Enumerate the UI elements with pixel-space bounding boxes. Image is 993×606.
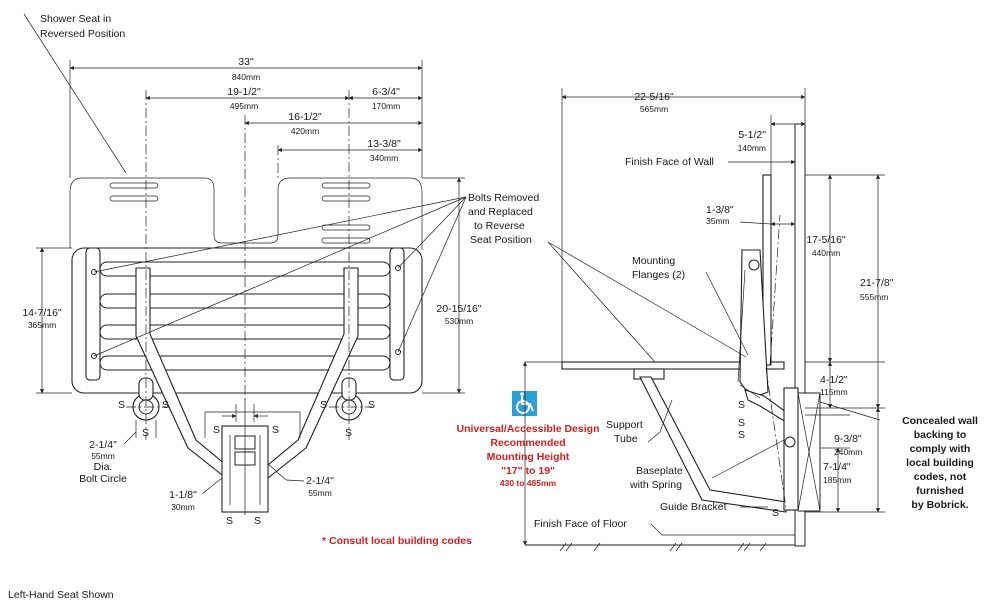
bolt-circle-label-1: Dia. (94, 461, 113, 473)
dim-up-height: 17-5/16" (806, 234, 846, 246)
dim-bolt-circle: 2-1/4" (89, 439, 117, 451)
svg-text:S: S (738, 399, 745, 411)
bolts-label-4: Seat Position (470, 234, 532, 246)
svg-text:S: S (162, 399, 169, 411)
dim-center-to-edge: 16-1/2" (288, 111, 322, 123)
ada-line-3: Mounting Height (487, 451, 570, 463)
dim-seat-depth: 14-7/16" (22, 307, 62, 319)
svg-text:S: S (213, 424, 220, 436)
bolt-circle-label-2: Bolt Circle (79, 473, 127, 485)
dim-side-projection: 22-5/16" (634, 91, 674, 103)
dim-notch-width: 13-3/8" (367, 138, 401, 150)
guide-bracket-front (204, 411, 301, 438)
reversed-seat-slots (109, 182, 371, 244)
svg-text:S: S (320, 399, 327, 411)
dim-seat-to-base: 4-1/2" (820, 374, 848, 386)
ada-line-1: Universal/Accessible Design (457, 423, 600, 435)
bolts-label-1: Bolts Removed (468, 192, 539, 204)
screw-marks-front: S S S S S S S S S S (118, 399, 375, 527)
callout-reversed-seat (23, 13, 127, 174)
dim-bolt-circle-mm: 55mm (91, 451, 115, 461)
finish-floor-label: Finish Face of Floor (534, 518, 627, 530)
svg-text:S: S (142, 427, 149, 439)
baseplate-label-2: with Spring (629, 479, 682, 491)
mounting-flanges-label-2: Flanges (2) (632, 269, 685, 281)
consult-codes-note: Consult local building codes (329, 535, 472, 547)
dim-edge-offset: 6-3/4" (372, 86, 400, 98)
dim-total-depth: 20-15/16" (436, 303, 481, 315)
dim-baseplate-height-mm: 185mm (823, 475, 851, 485)
concealed-backing-5: codes, not (914, 471, 967, 483)
side-rail-left (85, 247, 101, 381)
svg-text:S: S (272, 424, 279, 436)
screw-marks-side: S S S S (738, 399, 779, 519)
side-view: 22-5/16" 565mm 5-1/2" 140mm 1-3/8" 35mm … (522, 88, 978, 552)
dim-up-projection-mm: 140mm (738, 143, 766, 153)
dim-baseplate-height: 7-1/4" (823, 461, 851, 473)
dim-seat-thickness-mm: 35mm (706, 216, 730, 226)
baseplate-side (783, 387, 799, 511)
dim-total-height: 21-7/8" (860, 277, 894, 289)
dim-overall-width-mm: 840mm (232, 72, 260, 82)
finish-wall-label: Finish Face of Wall (625, 156, 714, 168)
ada-line-5: 430 to 485mm (500, 478, 557, 488)
svg-text:S: S (368, 399, 375, 411)
support-tube-label-1: Support (606, 419, 643, 431)
dim-total-height-mm: 555mm (860, 292, 888, 302)
footer-caption: Left-Hand Seat Shown (8, 589, 114, 601)
concealed-backing-2: backing to (914, 429, 967, 441)
concealed-backing-6: furnished (916, 485, 964, 497)
dim-overall-width: 33" (238, 56, 254, 68)
ada-line-4: "17" to 19" (501, 465, 555, 477)
dim-center-to-edge-mm: 420mm (291, 126, 319, 136)
floor-hatch (559, 542, 767, 552)
dim-flange-spacing: 19-1/2" (227, 86, 261, 98)
callout-bolts-lines (93, 196, 467, 357)
concealed-backing-3: comply with (910, 443, 971, 455)
ada-block: Universal/Accessible Design Recommended … (322, 391, 600, 547)
dim-side-projection-mm: 565mm (640, 104, 668, 114)
svg-text:S: S (738, 429, 745, 441)
svg-text:S: S (254, 515, 261, 527)
bolts-label-3: to Reverse (474, 220, 525, 232)
svg-text:S: S (118, 399, 125, 411)
ada-line-2: Recommended (490, 437, 565, 449)
baseplate-label-1: Baseplate (636, 465, 683, 477)
support-tube-label-2: Tube (614, 433, 638, 445)
seat-down (561, 361, 785, 370)
dim-backing-height: 9-3/8" (834, 433, 862, 445)
consult-asterisk: * (322, 535, 327, 547)
dim-seat-depth-mm: 365mm (28, 320, 56, 330)
concealed-backing-1: Concealed wall (902, 415, 978, 427)
bolts-label-2: and Replaced (468, 206, 533, 218)
dim-edge-offset-mm: 170mm (372, 101, 400, 111)
dim-seat-thickness: 1-3/8" (706, 204, 734, 216)
dim-baseplate-width: 2-1/4" (306, 475, 334, 487)
dim-flange-spacing-mm: 495mm (230, 101, 258, 111)
dim-seat-to-base-mm: 115mm (820, 387, 848, 397)
dim-backing-height-mm: 240mm (834, 447, 862, 457)
guide-bracket-label: Guide Bracket (660, 501, 727, 513)
mounting-flanges-label-1: Mounting (632, 255, 675, 267)
dim-baseplate-width-mm: 55mm (308, 488, 332, 498)
dim-slot-spacing-mm: 30mm (171, 502, 195, 512)
reversed-seat-outline (69, 177, 423, 250)
reversed-seat-title-1: Shower Seat in (40, 13, 111, 25)
dim-total-depth-mm: 530mm (445, 316, 473, 326)
dim-notch-width-mm: 340mm (370, 153, 398, 163)
front-view: 33" 840mm 19-1/2" 495mm 6-3/4" 170mm 16-… (22, 13, 539, 527)
svg-text:S: S (345, 427, 352, 439)
concealed-backing-4: local building (906, 457, 974, 469)
svg-text:S: S (226, 515, 233, 527)
dim-slot-spacing: 1-1/8" (169, 489, 197, 501)
svg-text:S: S (772, 507, 779, 519)
reversed-seat-title-2: Reversed Position (40, 28, 125, 40)
svg-text:S: S (738, 417, 745, 429)
concealed-backing-7: by Bobrick. (911, 499, 968, 511)
seat-frame (71, 247, 423, 394)
dim-up-height-mm: 440mm (812, 248, 840, 258)
dim-up-projection: 5-1/2" (738, 129, 766, 141)
